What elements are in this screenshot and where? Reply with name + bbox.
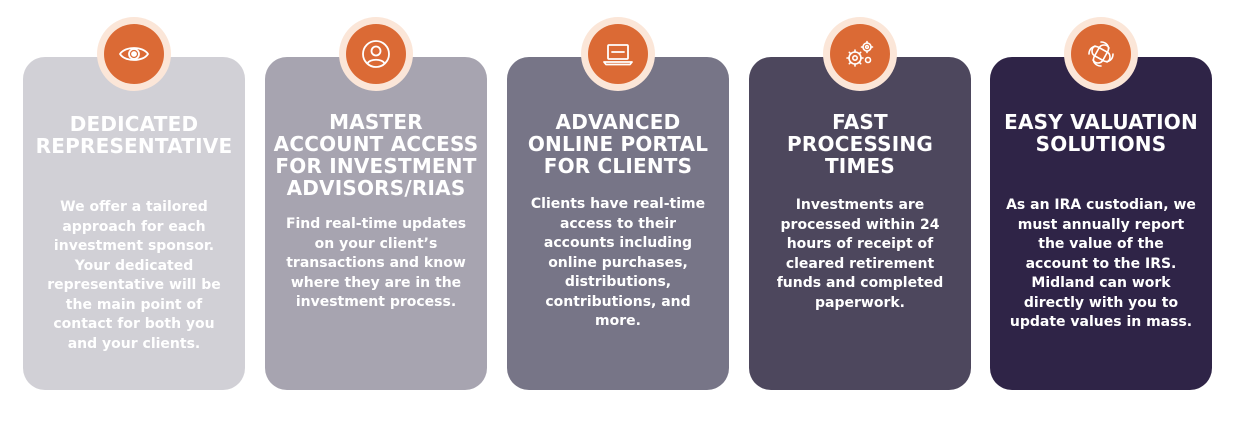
card-title: EASY VALUATION SOLUTIONS xyxy=(1004,110,1198,156)
icon-badge xyxy=(588,24,648,84)
card-title: DEDICATED REPRESENTATIVE xyxy=(35,112,233,158)
knot-icon xyxy=(1088,41,1114,67)
feature-card-online-portal: ADVANCED ONLINE PORTAL FOR CLIENTS Clien… xyxy=(507,17,729,390)
card-description: As an IRA custodian, we must annually re… xyxy=(1006,197,1196,330)
eye-icon xyxy=(119,47,149,61)
card-description: Investments are processed within 24 hour… xyxy=(776,197,944,311)
card-description: Find real-time updates on your client’s … xyxy=(285,216,467,310)
icon-badge-ring xyxy=(1064,17,1138,91)
card-description: We offer a tailored approach for each in… xyxy=(47,199,221,352)
card-title: MASTER ACCOUNT ACCESS FOR INVESTMENT ADV… xyxy=(273,110,479,200)
card-title: ADVANCED ONLINE PORTAL FOR CLIENTS xyxy=(527,110,709,178)
feature-card-dedicated-representative: DEDICATED REPRESENTATIVE We offer a tail… xyxy=(23,17,245,390)
icon-badge xyxy=(830,24,890,84)
icon-badge-ring xyxy=(823,17,897,91)
laptop-icon xyxy=(603,44,633,66)
user-icon xyxy=(362,40,390,68)
gears-icon xyxy=(846,40,874,67)
feature-card-easy-valuation: EASY VALUATION SOLUTIONS As an IRA custo… xyxy=(990,17,1212,390)
feature-card-master-account-access: MASTER ACCOUNT ACCESS FOR INVESTMENT ADV… xyxy=(265,17,487,390)
feature-card-fast-processing: FAST PROCESSING TIMES Investments are pr… xyxy=(749,17,971,390)
icon-badge xyxy=(1071,24,1131,84)
icon-badge xyxy=(104,24,164,84)
icon-badge-ring xyxy=(339,17,413,91)
icon-badge-ring xyxy=(581,17,655,91)
card-title: FAST PROCESSING TIMES xyxy=(787,110,933,178)
icon-badge xyxy=(346,24,406,84)
card-description: Clients have real-time access to their a… xyxy=(530,196,706,329)
icon-badge-ring xyxy=(97,17,171,91)
